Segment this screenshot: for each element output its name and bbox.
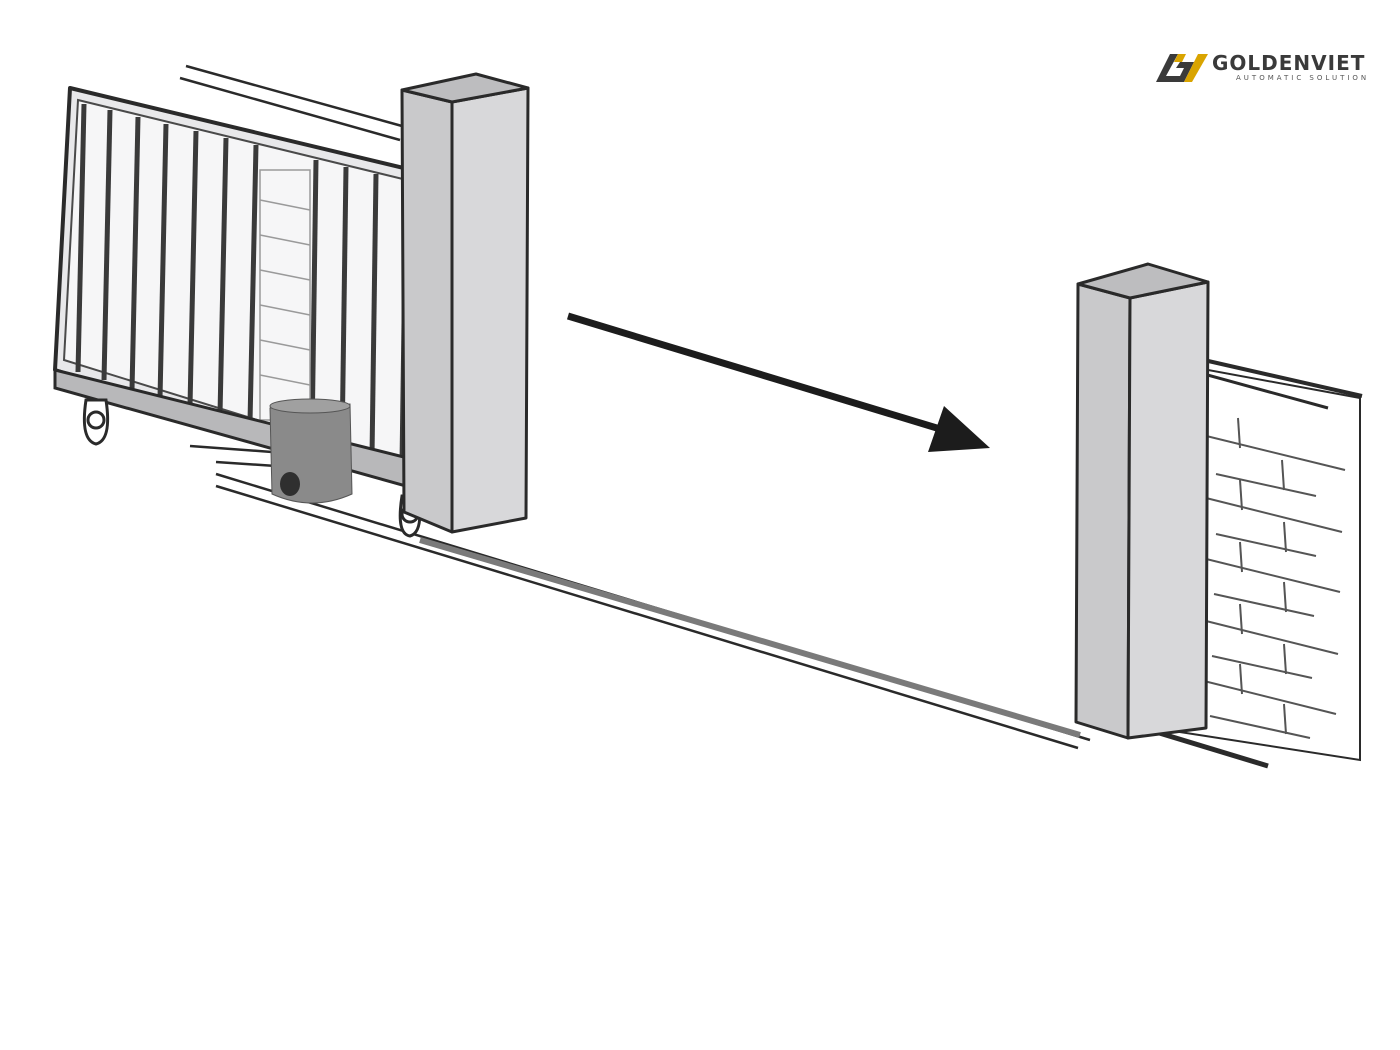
- bricks: [1183, 417, 1346, 739]
- goldenviet-logo: GOLDENVIET AUTOMATIC SOLUTION: [1154, 50, 1384, 90]
- gv-logo-mark-icon: [1156, 54, 1208, 82]
- gate-wheel-left: [82, 398, 110, 446]
- ground-rail: [215, 472, 1091, 750]
- logo-name: GOLDENVIET: [1212, 51, 1366, 75]
- left-post: [400, 72, 530, 534]
- motion-lines: [179, 64, 403, 468]
- gate-motor: [269, 398, 353, 504]
- right-post: [1074, 262, 1210, 740]
- direction-arrow: [566, 312, 990, 452]
- sliding-gate: [53, 86, 464, 538]
- logo-tagline: AUTOMATIC SOLUTION: [1236, 74, 1370, 82]
